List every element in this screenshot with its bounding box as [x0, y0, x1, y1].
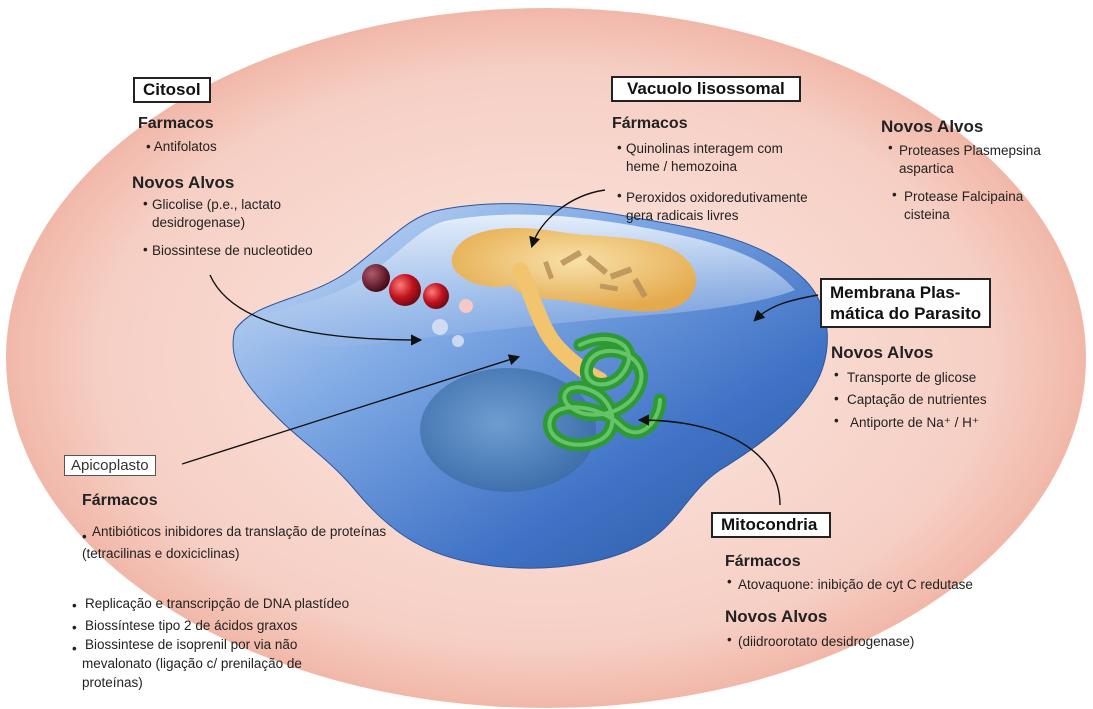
mitocondria-drug-bullet-0: •: [727, 573, 732, 590]
vesicle-dark: [362, 264, 390, 292]
membrana-title-line2: mática do Parasito: [830, 303, 981, 324]
vacuolo-target-bullet-0: •: [888, 139, 893, 156]
vacuolo-drug-3: gera radicais livres: [626, 207, 739, 224]
mitocondria-target-bullet-0: •: [727, 631, 732, 648]
vacuolo-drug-1: heme / hemozoina: [626, 158, 737, 175]
membrana-target-bullet-1: •: [834, 390, 839, 407]
vacuolo-drug-bullet-0: •: [617, 139, 622, 156]
apicoplasto-target-1: Biossíntese tipo 2 de ácidos graxos: [85, 617, 297, 634]
membrana-target-0: Transporte de glicose: [847, 369, 976, 386]
membrana-title-line1: Membrana Plas-: [830, 282, 981, 303]
apicoplasto-drug-bullet-0: •: [82, 528, 87, 545]
vacuolo-target-3: cisteina: [904, 206, 950, 223]
vesicle-red-1: [389, 274, 421, 306]
membrana-target-2: Antiporte de Na⁺ / H⁺: [850, 414, 979, 431]
membrana-targets-heading: Novos Alvos: [831, 343, 933, 363]
apicoplasto-target-0: Replicação e transcripção de DNA plastíd…: [85, 595, 349, 612]
apicoplasto-drug-1: (tetracilinas e doxiciclinas): [82, 545, 240, 562]
vacuolo-target-1: aspartica: [899, 160, 954, 177]
vesicle-pale-1: [432, 319, 448, 335]
mitocondria-targets-heading: Novos Alvos: [725, 607, 827, 627]
apicoplasto-target-bullet-2: •: [72, 640, 77, 657]
apicoplasto-target-2: Biossintese de isoprenil por via não: [85, 636, 297, 653]
mitocondria-target-0: (diidroorotato desidrogenase): [738, 633, 914, 650]
mitocondria-drugs-heading: Fármacos: [725, 553, 801, 571]
apicoplasto-target-4: proteínas): [82, 674, 143, 691]
apicoplasto-target-3: mevalonato (ligação c/ prenilação de: [82, 655, 302, 672]
apicoplasto-target-bullet-0: •: [72, 597, 77, 614]
vacuolo-drug-2: Peroxidos oxidoredutivamente: [626, 189, 808, 206]
vesicle-pale-2: [452, 335, 464, 347]
vacuolo-drugs-heading: Fármacos: [612, 115, 688, 133]
citosol-target-1: desidrogenase): [152, 214, 245, 231]
vacuolo-drug-bullet-2: •: [617, 187, 622, 204]
citosol-drugs-heading: Farmacos: [138, 115, 214, 133]
vacuolo-target-2: Protease Falcipaina: [904, 188, 1023, 205]
vesicle-red-2: [423, 283, 449, 309]
vacuolo-title: Vacuolo lisossomal: [611, 76, 801, 102]
apicoplasto-title: Apicoplasto: [64, 455, 156, 476]
membrana-target-bullet-0: •: [834, 366, 839, 383]
apicoplasto-target-bullet-1: •: [72, 619, 77, 636]
vacuolo-drug-0: Quinolinas interagem com: [626, 140, 783, 157]
vacuolo-targets-heading: Novos Alvos: [881, 117, 983, 137]
vacuolo-target-bullet-2: •: [892, 186, 897, 203]
mitocondria-drug-0: Atovaquone: inibição de cyt C redutase: [738, 576, 973, 593]
citosol-drug-0: • Antifolatos: [146, 138, 217, 155]
citosol-target-2: Biossintese de nucleotideo: [152, 242, 313, 259]
apicoplasto-drugs-heading: Fármacos: [82, 492, 158, 510]
citosol-target-0: Glicolise (p.e., lactato: [152, 196, 281, 213]
vacuolo-target-0: Proteases Plasmepsina: [899, 142, 1041, 159]
vesicle-small: [459, 299, 473, 313]
mitocondria-title: Mitocondria: [711, 512, 831, 538]
citosol-title: Citosol: [133, 77, 211, 103]
membrana-title: Membrana Plas- mática do Parasito: [820, 278, 991, 328]
citosol-target-bullet-2: •: [143, 241, 148, 258]
membrana-target-bullet-2: •: [834, 412, 839, 429]
apicoplasto-drug-0: Antibióticos inibidores da translação de…: [92, 523, 386, 540]
citosol-targets-heading: Novos Alvos: [132, 173, 234, 193]
citosol-target-bullet-0: •: [143, 195, 148, 212]
membrana-target-1: Captação de nutrientes: [847, 391, 987, 408]
